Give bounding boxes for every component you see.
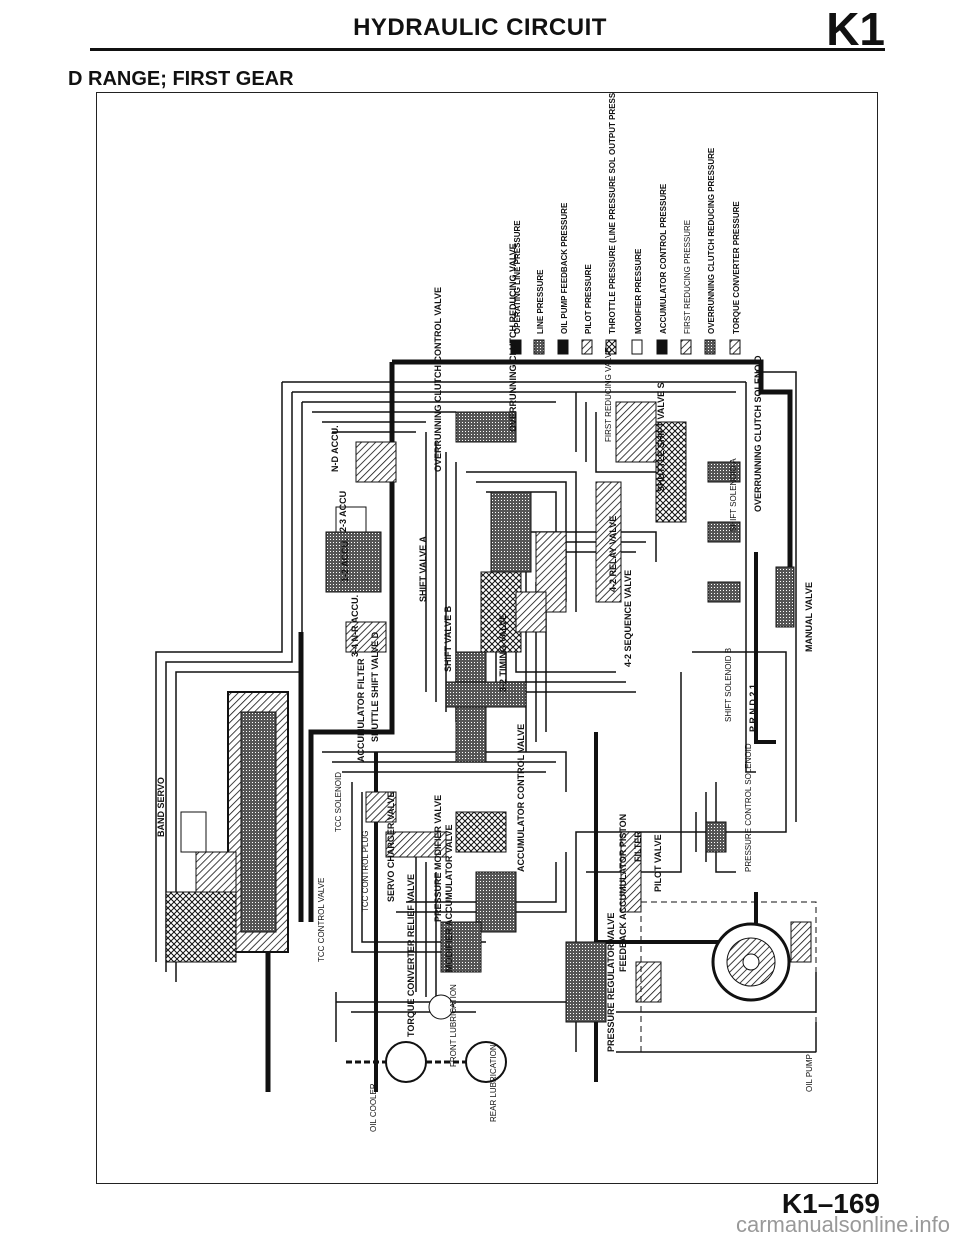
label-pressure-regulator-valve: PRESSURE REGULATOR VALVE (606, 913, 616, 1052)
label-overrunning-clutch-reducing-valve: OVERRUNNING CLUTCH REDUCING VALVE (508, 243, 518, 432)
legend-label: THROTTLE PRESSURE (LINE PRESSURE SOL OUT… (608, 92, 617, 334)
component-labels: OVERRUNNING CLUTCH REDUCING VALVE OVERRU… (156, 243, 814, 1132)
label-pilot-valve: PILOT VALVE (653, 834, 663, 892)
label-shift-solenoid-a: SHIFT SOLENOID A (729, 458, 738, 532)
legend-swatch (631, 339, 643, 355)
legend-label: MODIFIER PRESSURE (634, 248, 643, 334)
section-code: K1 (826, 3, 885, 55)
legend-label: LINE PRESSURE (536, 269, 545, 334)
label-42-sequence-valve: 4-2 SEQUENCE VALVE (623, 570, 633, 667)
legend: OPERATING LINE PRESSURE LINE PRESSURE OI… (510, 92, 741, 355)
label-filter: FILTER (633, 831, 643, 862)
legend-label: OVERRUNNING CLUTCH REDUCING PRESSURE (707, 147, 716, 334)
label-servo-charger-valve: SERVO CHARGER VALVE (386, 791, 396, 902)
legend-item: THROTTLE PRESSURE (LINE PRESSURE SOL OUT… (605, 92, 617, 355)
watermark: carmanualsonline.info (735, 1212, 950, 1237)
legend-swatch (533, 339, 545, 355)
legend-label: PILOT PRESSURE (584, 264, 593, 334)
legend-item: ACCUMULATOR CONTROL PRESSURE (656, 183, 668, 355)
legend-swatch (729, 339, 741, 355)
label-feedback-accumulator-piston: FEEDBACK ACCUMULATOR PISTON (618, 814, 628, 972)
label-overrunning-clutch-control-valve: OVERRUNNING CLUTCH CONTROL VALVE (433, 287, 443, 472)
legend-item: TORQUE CONVERTER PRESSURE (729, 201, 741, 355)
legend-item: MODIFIER PRESSURE (631, 248, 643, 355)
legend-label: FIRST REDUCING PRESSURE (683, 220, 692, 334)
label-overrunning-clutch-solenoid: OVERRUNNING CLUTCH SOLENOID (753, 355, 763, 512)
label-front-lubrication: FRONT LUBRICATION (449, 984, 458, 1067)
legend-swatch (704, 339, 716, 355)
label-tcc-control-plug: TCC CONTROL PLUG (361, 831, 370, 913)
legend-swatch (557, 339, 569, 355)
legend-item: OVERRUNNING CLUTCH REDUCING PRESSURE (704, 147, 716, 355)
valve-bodies (325, 401, 795, 1023)
legend-swatch (581, 339, 593, 355)
label-pressure-control-solenoid: PRESSURE CONTROL SOLENOID (744, 743, 753, 872)
hydraulic-circuit-diagram: OPERATING LINE PRESSURE LINE PRESSURE OI… (155, 92, 817, 1132)
header-rule (90, 48, 885, 51)
legend-label: OPERATING LINE PRESSURE (513, 220, 522, 334)
page-header-title: HYDRAULIC CIRCUIT (353, 14, 607, 41)
label-oil-cooler: OIL COOLER (369, 1083, 378, 1132)
label-manual-valve: MANUAL VALVE (804, 582, 814, 652)
legend-swatch (680, 339, 692, 355)
label-shuttle-shift-valve-d: SHUTTLE SHIFT VALVE D (370, 631, 380, 742)
label-torque-converter-relief-valve: TORQUE CONVERTER RELIEF VALVE (406, 874, 416, 1037)
label-accu-34-nr: 3-4 N-R ACCU. (350, 595, 360, 657)
label-modifier-accumulator-valve: MODIFIER ACCUMULATOR VALVE (444, 825, 454, 973)
label-shift-solenoid-b: SHIFT SOLENOID B (724, 648, 733, 722)
page-number: K1–169 (781, 1188, 880, 1219)
legend-item: OIL PUMP FEEDBACK PRESSURE (557, 202, 569, 355)
legend-swatch (605, 339, 617, 355)
legend-label: ACCUMULATOR CONTROL PRESSURE (659, 183, 668, 334)
label-tcc-control-valve: TCC CONTROL VALVE (317, 878, 326, 962)
legend-item: LINE PRESSURE (533, 269, 545, 355)
legend-item: PILOT PRESSURE (581, 264, 593, 355)
label-oil-pump: OIL PUMP (805, 1054, 814, 1092)
legend-item: OPERATING LINE PRESSURE (510, 220, 522, 355)
label-accu-12: 1-2 ACCU. (340, 538, 350, 582)
label-prnd21: P R N D 2 1 (748, 684, 758, 732)
legend-swatch (510, 339, 522, 355)
label-shift-valve-a: SHIFT VALVE A (418, 536, 428, 602)
label-accu-23: 2-3 ACCU (338, 491, 348, 532)
label-shift-valve-b: SHIFT VALVE B (443, 605, 453, 672)
diagram-subtitle: D RANGE; FIRST GEAR (68, 68, 294, 90)
label-nd-accu: N-D ACCU. (330, 425, 340, 472)
oil-pump-assembly (640, 901, 817, 1053)
legend-label: TORQUE CONVERTER PRESSURE (732, 201, 741, 334)
label-shuttle-shift-valve-s: SHUTTLE SHIFT VALVE S (656, 382, 666, 492)
label-band-servo: BAND SERVO (156, 777, 166, 837)
diagram-frame (96, 92, 878, 1184)
label-first-reducing-valve: FIRST REDUCING VALVE (604, 347, 613, 442)
band-servo-assembly (165, 691, 289, 963)
label-42-relay-valve: 4-2 RELAY VALVE (608, 516, 618, 592)
label-pressure-modifier-valve: PRESSURE MODIFIER VALVE (433, 795, 443, 922)
lubrication-circuit (346, 994, 507, 1083)
label-32-timing-valve: 3-2 TIMING VALVE (498, 614, 508, 692)
legend-label: OIL PUMP FEEDBACK PRESSURE (560, 202, 569, 334)
label-accumulator-filter: ACCUMULATOR FILTER (356, 658, 366, 762)
legend-swatch (656, 339, 668, 355)
legend-item: FIRST REDUCING PRESSURE (680, 220, 692, 355)
label-accumulator-control-valve: ACCUMULATOR CONTROL VALVE (516, 724, 526, 872)
label-rear-lubrication: REAR LUBRICATION (489, 1044, 498, 1122)
label-tcc-solenoid: TCC SOLENOID (334, 772, 343, 832)
